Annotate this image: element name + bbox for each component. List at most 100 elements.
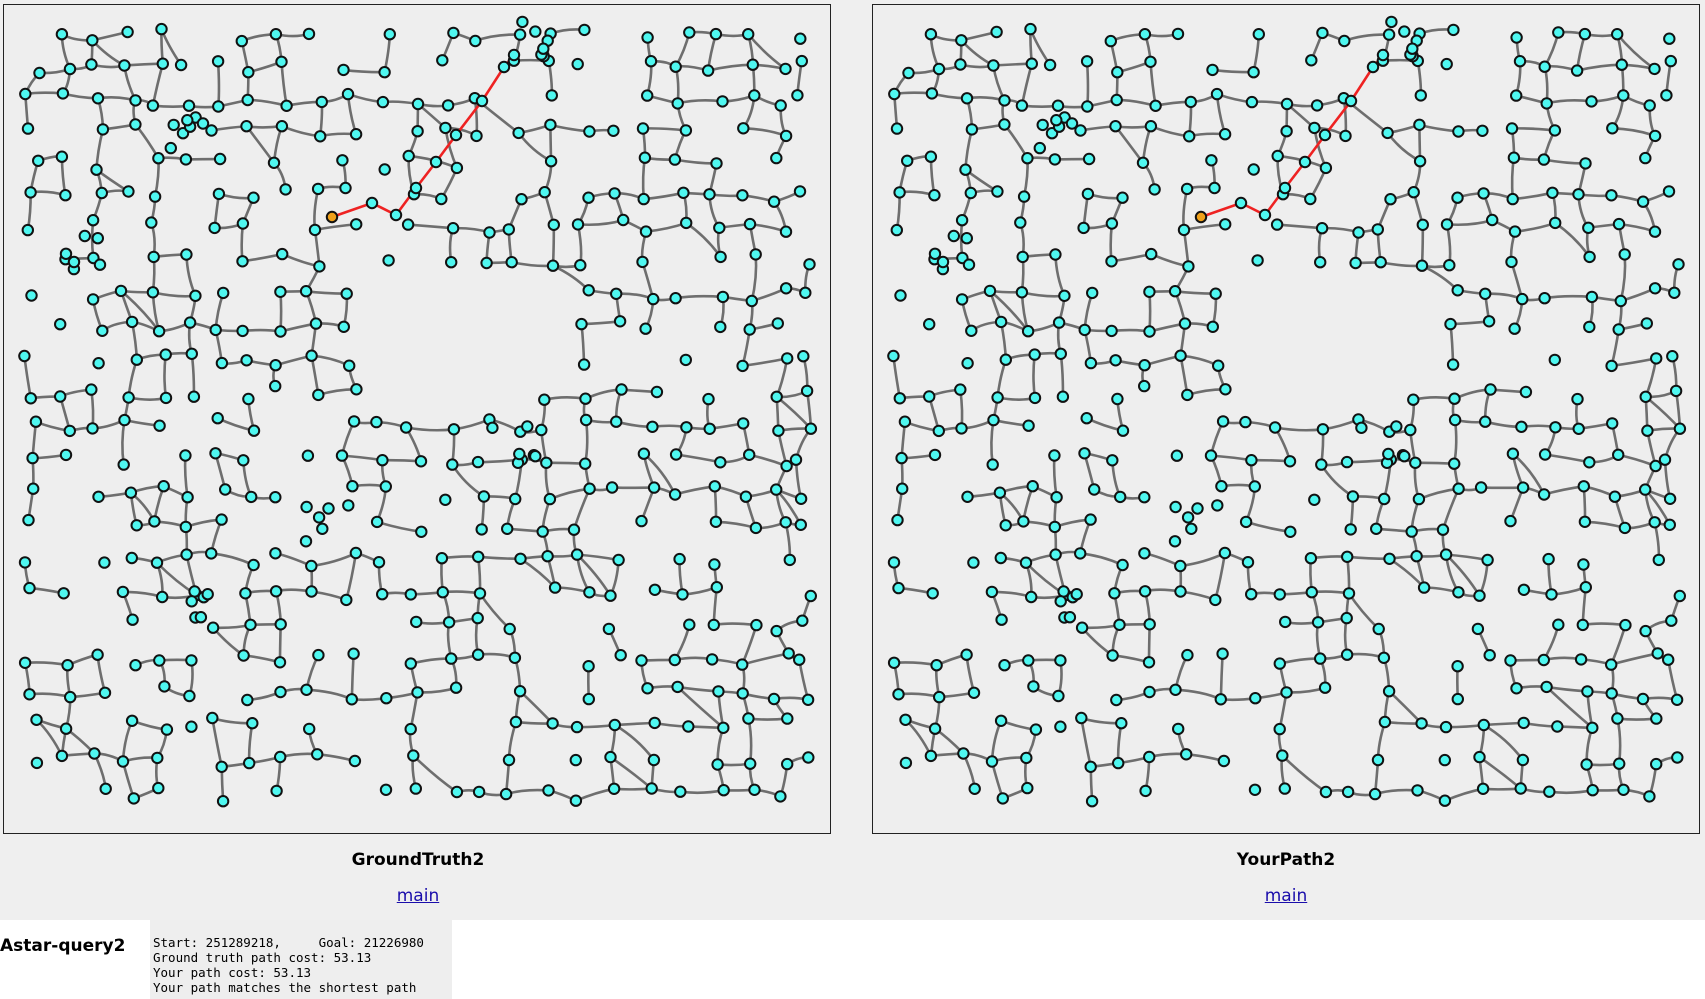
map-node [1138,491,1151,504]
map-node [99,782,112,795]
map-node [701,64,715,77]
map-node [610,287,623,300]
map-node [926,587,939,600]
yourpath-main-link[interactable]: main [1264,886,1308,906]
road-edge [707,63,753,72]
map-node [303,722,316,736]
map-node [1663,518,1676,531]
map-node [1660,89,1673,102]
map-node [804,589,817,603]
map-node [129,94,142,107]
map-node [796,614,809,627]
map-node [470,129,483,143]
map-node [245,490,258,504]
map-node [1314,256,1327,269]
map-node [641,89,654,102]
map-node [1017,515,1030,528]
map-node [548,581,562,594]
path-node [497,60,511,74]
map-node [473,587,487,600]
map-node [545,89,558,102]
map-node [575,317,588,331]
map-node [349,128,363,141]
map-node [1542,552,1555,566]
map-node [1617,783,1630,796]
map-node [799,286,812,299]
map-node [648,716,661,730]
map-node [91,92,105,105]
map-node [604,750,617,764]
map-node [514,552,527,565]
map-node [1612,448,1625,461]
map-node [964,186,978,200]
map-node [991,391,1004,404]
map-node [1209,593,1222,607]
road-edge [1544,453,1590,464]
map-node [789,453,803,466]
map-node [25,289,38,302]
map-node [538,186,551,199]
map-node [791,89,804,102]
map-node [341,87,355,101]
map-node [1279,615,1292,629]
map-node [967,686,981,699]
map-node [146,99,160,112]
map-node [1447,23,1460,37]
map-node [1650,712,1663,725]
map-node [538,393,551,406]
map-node [180,248,193,261]
map-node [780,459,793,473]
map-node [577,358,591,371]
map-node [122,185,135,198]
map-node [1056,390,1070,403]
road-edge [185,254,197,297]
map-node [710,581,723,594]
map-node [710,157,723,170]
map-node [947,229,961,243]
query-title: Astar-query2 [0,936,126,956]
map-node [1177,223,1191,237]
map-node [1276,749,1289,762]
map-node [901,154,914,168]
map-node [117,458,130,471]
groundtruth-main-link[interactable]: main [396,886,440,906]
path-node [1366,60,1380,74]
map-node [1136,156,1150,170]
map-node [537,42,550,55]
map-node [1404,423,1417,437]
map-node [1370,522,1383,535]
map-node [376,588,389,601]
road-edge [1619,254,1627,302]
map-node [121,25,134,39]
map-node [1368,787,1382,801]
map-node [892,581,905,595]
map-node [269,359,282,372]
road-edge [306,688,353,701]
map-node [59,448,73,462]
map-node [153,654,166,667]
map-node [240,120,253,133]
map-node [1138,28,1152,41]
map-node [893,392,906,405]
road-edge [23,355,33,399]
map-node [486,421,499,434]
map-node [219,483,232,496]
map-node [1209,287,1222,300]
road-edge [1452,419,1458,464]
map-node [167,118,180,132]
map-node [1318,681,1332,694]
map-node [1340,648,1354,661]
map-node [1216,647,1229,660]
map-node [1116,424,1130,437]
map-node [1341,550,1354,563]
map-node [960,232,974,245]
map-node [1048,153,1062,166]
map-node [158,680,171,693]
map-node [899,713,912,726]
map-node [1612,217,1626,231]
map-node [955,422,968,435]
map-node [86,293,100,306]
map-node [794,492,808,505]
path-node [365,196,379,210]
map-node [96,123,110,136]
